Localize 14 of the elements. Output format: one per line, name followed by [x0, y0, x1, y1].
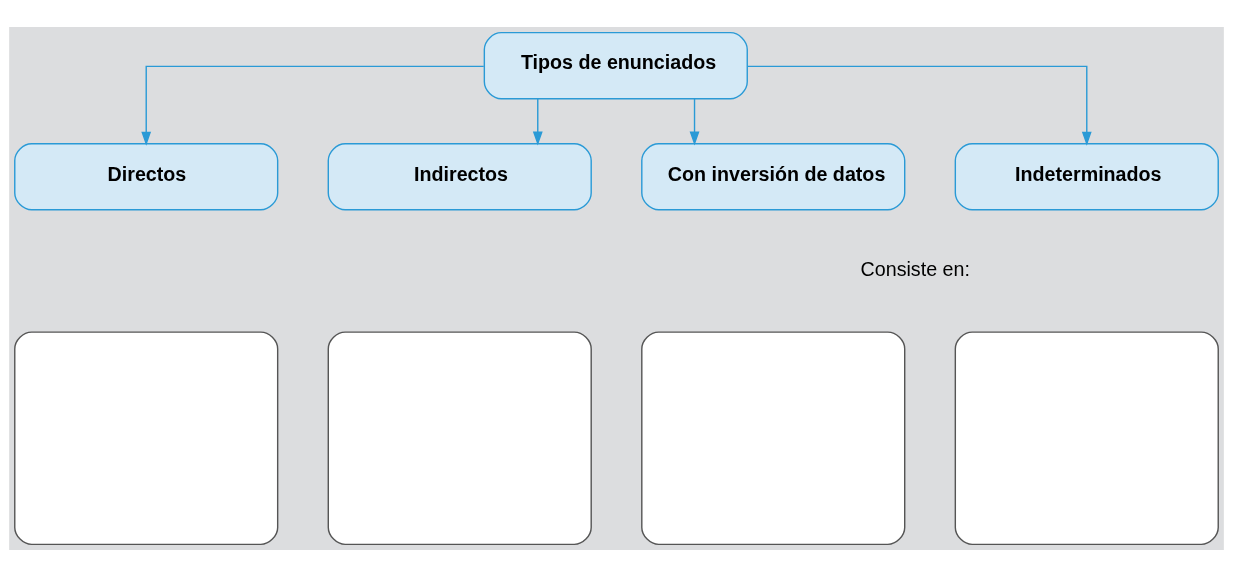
node-box: [641, 331, 906, 546]
arrow: [532, 98, 543, 146]
node-box: Indeterminados: [954, 143, 1219, 211]
node-box: [327, 331, 592, 546]
arrow: [689, 98, 700, 146]
node-box: Con inversión de datos: [641, 143, 906, 211]
arrow: [141, 65, 485, 146]
node-box: [954, 331, 1219, 546]
arrow: [746, 65, 1092, 146]
node-box: Tipos de enunciados: [483, 31, 748, 100]
node-box: Indirectos: [327, 143, 592, 211]
node-box: Directos: [14, 143, 279, 211]
label: Consiste en:: [860, 258, 970, 281]
node-box: [14, 331, 279, 546]
